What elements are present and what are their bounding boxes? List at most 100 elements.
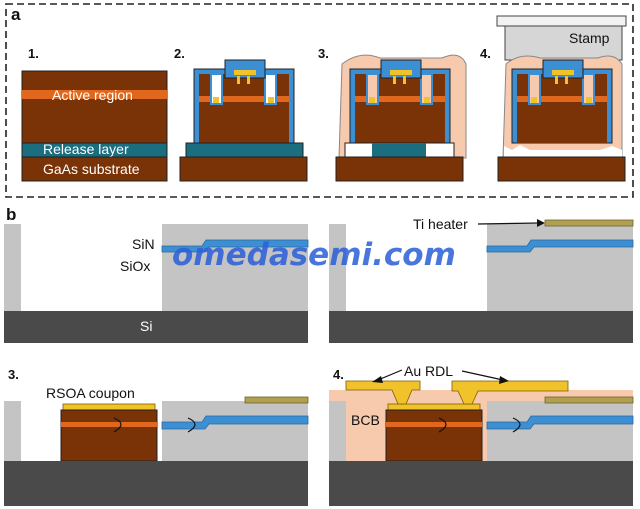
si-substrate <box>329 461 633 506</box>
panel-b-step-3-label: 3. <box>8 367 19 382</box>
siox-label: SiOx <box>120 258 150 274</box>
contact-post <box>555 76 558 84</box>
gaas-substrate <box>21 156 168 182</box>
panel-b-title: b <box>6 205 16 224</box>
au-rdl-right <box>451 380 569 405</box>
n-contact <box>531 97 537 103</box>
rsoa-top-contact <box>62 403 156 411</box>
oxide-left <box>329 401 346 461</box>
oxide-cladding <box>487 224 633 311</box>
panel-a-step-4: 4. Stamp <box>480 15 627 182</box>
si-label: Si <box>140 318 152 334</box>
contact-post <box>393 76 396 84</box>
mesa-active <box>517 96 607 102</box>
n-contact <box>369 97 375 103</box>
panel-b-step-2: 2. Ti heater <box>329 216 634 343</box>
top-contact <box>234 70 256 75</box>
top-contact <box>390 70 412 75</box>
oxide-cladding <box>162 401 308 461</box>
contact-post <box>247 76 250 84</box>
sin-label: SiN <box>132 236 155 252</box>
top-contact <box>552 70 574 75</box>
gaas-substrate <box>179 156 308 182</box>
rsoa-top-contact <box>387 403 481 411</box>
panel-b-step-1: 1. SiN SiOx Si <box>4 224 309 343</box>
release-layer-remnant <box>372 143 426 158</box>
contact-post <box>237 76 240 84</box>
sin-waveguide <box>161 415 309 430</box>
gaas-substrate-label: GaAs substrate <box>43 161 140 177</box>
sin-waveguide <box>161 239 309 253</box>
optical-mode <box>113 417 122 433</box>
top-contact-window <box>380 59 422 79</box>
panel-a-title: a <box>11 5 21 24</box>
panel-a-step-2: 2. <box>174 46 308 182</box>
optical-mode <box>187 417 196 433</box>
trench-right <box>264 73 277 105</box>
mesa-active <box>199 96 289 102</box>
n-contact <box>213 97 219 103</box>
panel-a-step-3-label: 3. <box>318 46 329 61</box>
n-contact <box>268 97 274 103</box>
bcb-label: BCB <box>351 412 380 428</box>
contact-post <box>403 76 406 84</box>
broken-tethers <box>504 145 622 158</box>
optical-mode <box>512 417 521 433</box>
epi-stack <box>21 70 168 145</box>
contact-post <box>565 76 568 84</box>
ti-heater <box>244 396 309 404</box>
panel-b-step-4-label: 4. <box>333 367 344 382</box>
oxide-cladding <box>487 401 633 461</box>
panel-b-step-3: 3. RSOA coupon <box>4 367 309 506</box>
au-rdl-label: Au RDL <box>404 363 453 379</box>
top-contact-window <box>542 59 584 79</box>
active-region-layer <box>22 90 167 99</box>
au-rdl-arrow-right <box>461 370 504 381</box>
panel-a-step-3: 3. <box>318 46 467 182</box>
trench-left <box>528 73 541 105</box>
rsoa-active <box>386 422 482 427</box>
oxide-left <box>4 401 21 461</box>
oxide-left <box>329 224 346 311</box>
sin-waveguide <box>486 415 634 430</box>
n-contact <box>424 97 430 103</box>
active-region-label: Active region <box>52 87 133 103</box>
panel-a-frame <box>5 3 634 198</box>
trench-right <box>420 73 433 105</box>
trench-left <box>210 73 223 105</box>
rsoa-coupon <box>385 409 483 462</box>
si-substrate <box>329 311 633 343</box>
au-rdl-arrow-left <box>377 369 403 381</box>
panel-a-step-4-label: 4. <box>480 46 491 61</box>
watermark: omedasemi.com <box>172 237 456 273</box>
rsoa-active <box>61 422 157 427</box>
trench-right <box>582 73 595 105</box>
au-rdl-left <box>345 380 421 405</box>
release-layer <box>185 142 304 159</box>
sin-waveguide <box>486 239 634 253</box>
gaas-substrate <box>335 156 464 182</box>
gaas-substrate <box>497 156 626 182</box>
release-layer-label: Release layer <box>43 141 129 157</box>
panel-a-step-1-label: 1. <box>28 46 39 61</box>
ti-heater <box>544 219 634 227</box>
arrow-head <box>499 376 509 384</box>
pdms-stamp <box>504 25 623 61</box>
mesa-active <box>355 96 445 102</box>
si-substrate <box>4 461 308 506</box>
si-substrate <box>4 311 308 343</box>
ti-heater-arrow <box>477 222 541 225</box>
oxide-left <box>4 224 21 311</box>
ti-heater <box>544 396 634 404</box>
arrow-head <box>372 376 383 383</box>
optical-mode <box>438 417 447 433</box>
rsoa-coupon <box>60 409 158 462</box>
stamp-backing <box>496 15 627 27</box>
ti-heater-label: Ti heater <box>413 216 468 232</box>
top-contact-window <box>224 59 266 79</box>
rsoa-coupon-label: RSOA coupon <box>46 385 135 401</box>
oxide-cladding <box>162 224 308 311</box>
trench-left <box>366 73 379 105</box>
panel-b-step-4: 4. Au RDL BCB <box>329 363 634 506</box>
